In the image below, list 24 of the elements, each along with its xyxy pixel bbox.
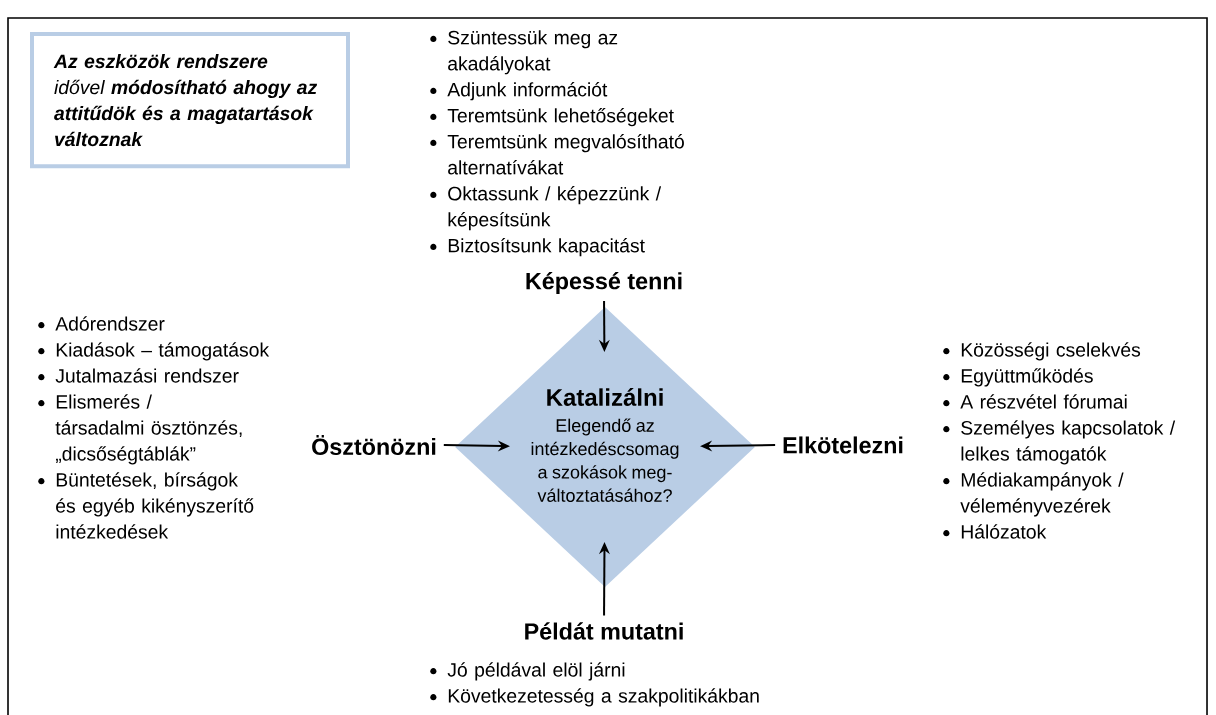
note-box: Az eszközök rendszere idővel módosítható ahogy az attitűdök és a magatartások változnak	[30, 32, 350, 169]
bullet-item: Teremtsünk megvalósítható alternatívákat	[430, 134, 684, 175]
heading: Példát mutatni	[525, 622, 683, 640]
bullet-item: Kiadások – támogatások	[38, 342, 270, 361]
bullet-item: A részvétel fórumai	[943, 394, 1127, 409]
bullet-item: Adjunk információt	[430, 82, 608, 101]
bullet-item: Elismerés / társadalmi ösztönzés, „dicsőségtáblák”	[38, 394, 242, 465]
bullet-item: Személyes kapcsolatok / lelkes támogatók	[943, 420, 1176, 465]
bullet-item: Teremtsünk lehetőségeket	[430, 108, 674, 127]
bullet-item: Együttműködés	[943, 368, 1093, 387]
bullet-item: Jutalmazási rendszer	[38, 368, 239, 383]
bullet-item: Büntetések, bírságok és egyéb kikényszerítő intézkedések	[38, 472, 254, 539]
bullet-item: Következetesség a szakpolitikákban	[430, 688, 759, 707]
bullet-item: Szüntessük meg az akadályokat	[430, 30, 618, 75]
bullet-item: Hálózatok	[943, 524, 1047, 539]
bullet-item: Biztosítsunk kapacitást	[430, 238, 645, 257]
bullet-item: Adórendszer	[38, 316, 165, 331]
bullet-item: Oktassunk / képezzünk / képesítsünk	[430, 186, 662, 231]
heading: Képessé tenni	[526, 272, 682, 294]
heading: Ösztönözni	[312, 434, 436, 456]
bullet-item: Közösségi cselekvés	[943, 342, 1141, 361]
bullet-item: Jó példával elöl járni	[430, 662, 625, 681]
heading: Elkötelezni	[783, 436, 903, 454]
bullet-item: Médiakampányok / véleményvezérek	[943, 472, 1124, 517]
